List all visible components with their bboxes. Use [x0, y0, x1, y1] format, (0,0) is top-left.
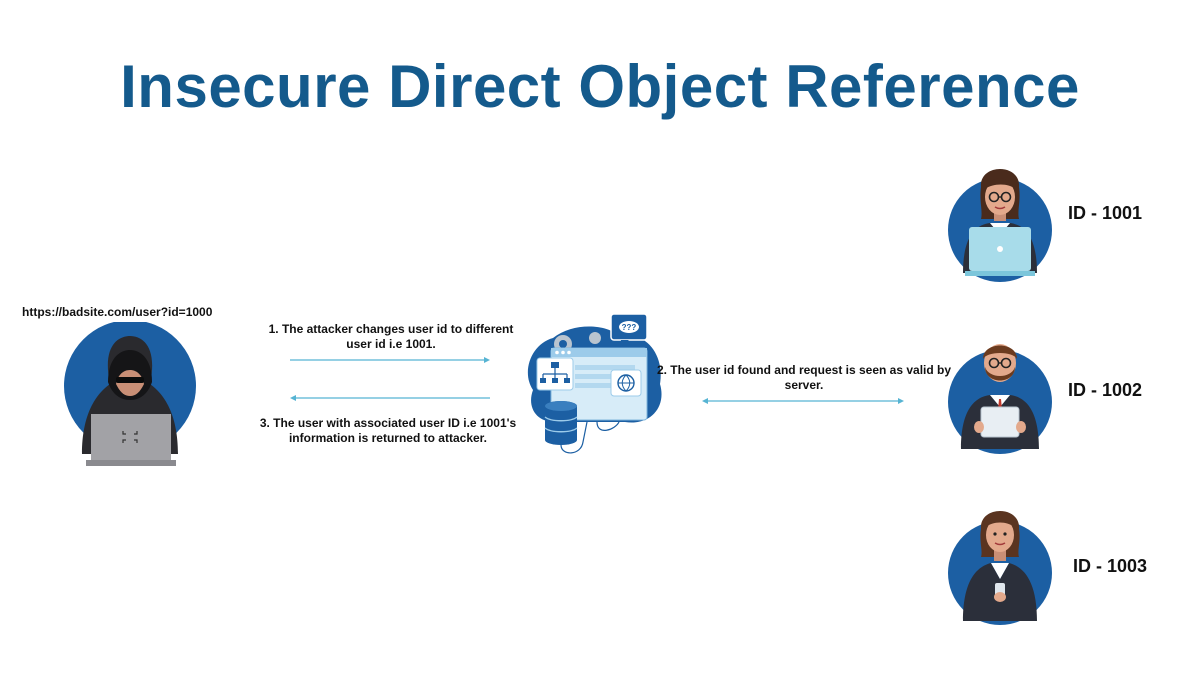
user-1001-id-label: ID - 1001 — [1068, 203, 1143, 223]
user-1003-avatar — [948, 511, 1052, 625]
request-arrow — [290, 357, 490, 363]
validation-arrow — [702, 398, 904, 404]
bubble-text: ??? — [622, 323, 637, 332]
step-3-label: 3. The user with associated user ID i.e … — [259, 416, 517, 445]
server-database-illustration: ??? — [527, 313, 662, 454]
hacker-illustration — [64, 322, 196, 466]
user-1003-id-label: ID - 1003 — [1073, 556, 1148, 576]
user-1002-avatar — [948, 344, 1052, 454]
response-arrow — [290, 395, 490, 401]
user-1002-id-label: ID - 1002 — [1068, 380, 1143, 400]
user-1001-avatar — [948, 169, 1052, 282]
page-title: Insecure Direct Object Reference — [120, 53, 1080, 120]
step-2-label: 2. The user id found and request is seen… — [656, 363, 952, 392]
step-1-label: 1. The attacker changes user id to diffe… — [268, 322, 514, 351]
attacker-url: https://badsite.com/user?id=1000 — [22, 305, 213, 319]
